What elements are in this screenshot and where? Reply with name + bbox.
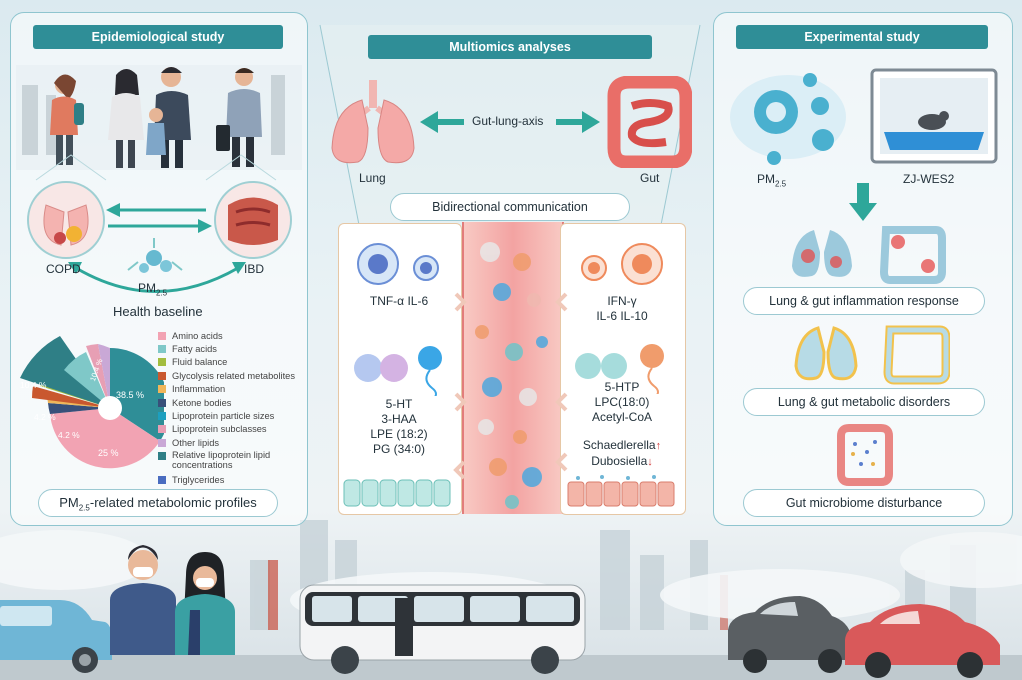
legend-item: Amino acids bbox=[158, 329, 306, 342]
legend-item: Glycolysis related metabolites bbox=[158, 369, 306, 382]
pie-sector-amino-acids bbox=[50, 408, 160, 469]
lung-cytokines: TNF-α IL-6 bbox=[369, 294, 429, 308]
up-arrow-icon: ↑ bbox=[655, 440, 662, 452]
pm25-experimental-label: PM2.5 bbox=[757, 172, 787, 189]
legend-item: Inflammation bbox=[158, 383, 306, 396]
legend-swatch bbox=[158, 476, 166, 485]
gut-metabolites: 5-HTP LPC(18:0) Acetyl-CoA bbox=[591, 380, 653, 424]
legend-item: Fluid balance bbox=[158, 356, 306, 369]
legend-swatch bbox=[158, 371, 166, 380]
legend-swatch bbox=[158, 451, 166, 460]
pie-sector-lipoprotein-subclasses bbox=[86, 344, 110, 408]
legend-swatch bbox=[158, 385, 166, 394]
inflamed-lung-gut-icon bbox=[792, 226, 946, 284]
pie-label-3: 38.5 % bbox=[116, 390, 144, 400]
gut-label: Gut bbox=[640, 171, 660, 185]
legend-item: Triglycerides bbox=[158, 474, 306, 487]
pie-sector-relative-lipoprotein bbox=[20, 336, 110, 408]
gut-lung-axis-arrows bbox=[420, 111, 600, 133]
pie-sector-ketone-bodies bbox=[48, 403, 110, 414]
bidirectional-communication-label: Bidirectional communication bbox=[390, 193, 630, 221]
legend-swatch bbox=[158, 358, 166, 367]
commuters-illustration bbox=[16, 65, 302, 170]
down-arrow-icon: ↓ bbox=[647, 456, 653, 468]
legend-item: Relative lipoprotein lipid concentration… bbox=[158, 450, 306, 474]
lung-immune-cells-icon bbox=[357, 243, 439, 285]
pie-sector-lipoprotein-particle-sizes bbox=[110, 348, 164, 441]
pie-label-4: 4.2 % bbox=[34, 412, 56, 422]
metabolomic-legend: Amino acids Fatty acids Fluid balance Gl… bbox=[158, 329, 306, 487]
metabolic-disorders-label: Lung & gut metabolic disorders bbox=[743, 388, 985, 416]
multiomics-header: Multiomics analyses bbox=[368, 35, 652, 59]
metabolomic-profiles-label: PM2.5-related metabolomic profiles bbox=[38, 489, 278, 517]
legend-swatch bbox=[158, 425, 166, 434]
legend-swatch bbox=[158, 398, 166, 407]
epidemiological-header: Epidemiological study bbox=[33, 25, 283, 49]
vessel-chevrons bbox=[453, 292, 568, 480]
legend-swatch bbox=[158, 412, 166, 421]
pie-sector-fatty-acids bbox=[64, 352, 110, 408]
pie-label-6: 25 % bbox=[98, 448, 119, 458]
pie-label-1: 10.4 % bbox=[20, 380, 47, 390]
gut-cytokines: IFN-γ IL-6 IL-10 bbox=[596, 294, 648, 323]
mouse-chamber-icon bbox=[870, 68, 998, 164]
experimental-header: Experimental study bbox=[736, 25, 988, 49]
legend-item: Lipoprotein particle sizes bbox=[158, 409, 306, 422]
copd-ibd-diagram bbox=[27, 154, 292, 293]
legend-item: Ketone bodies bbox=[158, 396, 306, 409]
mouse-strain-label: ZJ-WES2 bbox=[903, 172, 955, 186]
ibd-label: IBD bbox=[244, 262, 265, 276]
metabolic-lung-gut-icon bbox=[794, 325, 950, 385]
legend-item: Other lipids bbox=[158, 436, 306, 449]
lung-metabolite-spheres-icon bbox=[354, 346, 442, 396]
legend-item: Fatty acids bbox=[158, 342, 306, 355]
gut-metabolite-spheres-icon bbox=[575, 344, 664, 394]
inflammation-response-label: Lung & gut inflammation response bbox=[743, 287, 985, 315]
lung-epithelium-icon bbox=[343, 479, 451, 507]
pm25-particles-icon bbox=[730, 73, 846, 165]
pie-sector-other-lipids bbox=[98, 344, 110, 408]
copd-label: COPD bbox=[46, 262, 81, 276]
legend-item: Lipoprotein subclasses bbox=[158, 423, 306, 436]
gut-icon bbox=[607, 76, 692, 168]
pie-sector-glycolysis bbox=[32, 386, 110, 408]
down-arrow-big-icon bbox=[849, 183, 877, 221]
lung-metabolites: 5-HT 3-HAA LPE (18:2) PG (34:0) bbox=[370, 397, 428, 456]
gut-microbiome-icon bbox=[837, 424, 893, 486]
immune-cells-in-vessel bbox=[475, 242, 548, 509]
gut-lung-axis-label: Gut-lung-axis bbox=[472, 114, 544, 128]
pie-label-5: 4.2 % bbox=[58, 430, 80, 440]
legend-swatch bbox=[158, 331, 166, 340]
metabolomic-rose-chart: 10.4 % 10.4 % 38.5 % 4.2 % 4.2 % 25 % bbox=[20, 336, 164, 469]
lung-label: Lung bbox=[359, 171, 386, 185]
lung-icon bbox=[331, 80, 415, 164]
pm25-label: PM2.5 bbox=[138, 281, 168, 298]
health-baseline-label: Health baseline bbox=[113, 304, 203, 319]
microbiome-disturbance-label: Gut microbiome disturbance bbox=[743, 489, 985, 517]
legend-swatch bbox=[158, 345, 166, 354]
gut-epithelium-icon bbox=[567, 475, 675, 507]
legend-swatch bbox=[158, 438, 166, 447]
gut-bacteria: Schaedlerella↑ Dubosiella↓ bbox=[582, 438, 662, 468]
gut-immune-cells-icon bbox=[581, 243, 663, 285]
